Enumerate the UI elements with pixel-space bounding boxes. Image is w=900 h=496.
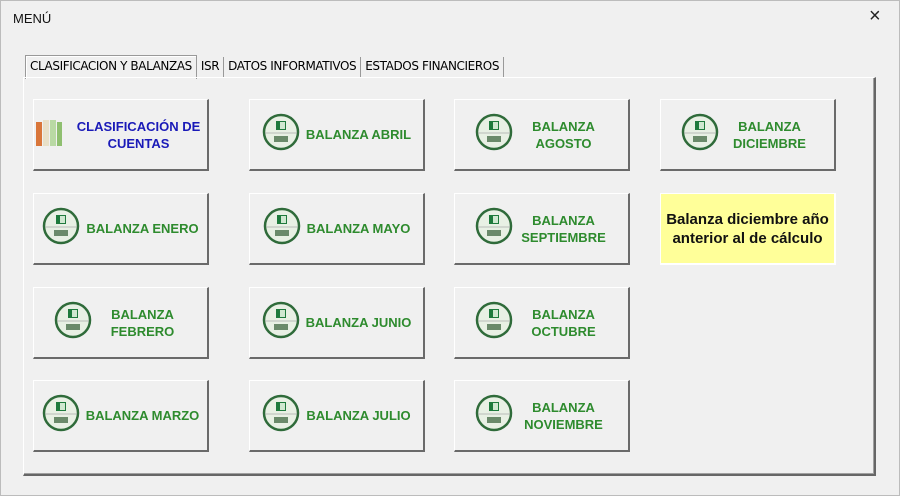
button-febrero[interactable]: BALANZA FEBRERO bbox=[33, 287, 209, 359]
button-septiembre[interactable]: BALANZA SEPTIEMBRE bbox=[454, 193, 630, 265]
button-marzo[interactable]: BALANZA MARZO bbox=[33, 380, 209, 452]
close-icon[interactable]: × bbox=[869, 5, 881, 27]
button-label: BALANZA DICIEMBRE bbox=[733, 118, 806, 151]
tab-datos-informativos[interactable]: DATOS INFORMATIVOS bbox=[224, 57, 362, 77]
balance-sheet-icon bbox=[475, 207, 513, 250]
button-mayo[interactable]: BALANZA MAYO bbox=[249, 193, 425, 265]
balance-sheet-icon bbox=[262, 113, 300, 156]
tab-isr[interactable]: ISR bbox=[196, 57, 225, 77]
tab-estados-financieros[interactable]: ESTADOS FINANCIEROS bbox=[361, 57, 505, 77]
balance-sheet-icon bbox=[475, 394, 513, 437]
button-clasificacion[interactable]: CLASIFICACIÓN DE CUENTAS bbox=[33, 99, 209, 171]
button-abril[interactable]: BALANZA ABRIL bbox=[249, 99, 425, 171]
button-agosto[interactable]: BALANZA AGOSTO bbox=[454, 99, 630, 171]
button-label: BALANZA MARZO bbox=[85, 408, 200, 423]
balance-sheet-icon bbox=[54, 301, 92, 344]
button-octubre[interactable]: BALANZA OCTUBRE bbox=[454, 287, 630, 359]
button-label: BALANZA JULIO bbox=[306, 408, 411, 423]
button-anterior[interactable]: Balanza diciembre año anterior al de cál… bbox=[660, 193, 836, 265]
ledger-icon bbox=[34, 114, 64, 155]
tab-bar: CLASIFICACION Y BALANZAS ISR DATOS INFOR… bbox=[25, 55, 505, 79]
button-label: BALANZA OCTUBRE bbox=[531, 306, 596, 339]
balance-sheet-icon bbox=[475, 113, 513, 156]
balance-sheet-icon bbox=[475, 301, 513, 344]
button-label: BALANZA MAYO bbox=[306, 221, 411, 236]
balance-sheet-icon bbox=[263, 207, 301, 250]
button-label: Balanza diciembre año anterior al de cál… bbox=[666, 210, 829, 247]
balance-sheet-icon bbox=[681, 113, 719, 156]
balance-sheet-icon bbox=[42, 394, 80, 437]
button-label: BALANZA NOVIEMBRE bbox=[524, 399, 603, 432]
window-title: MENÚ bbox=[13, 11, 52, 26]
button-label: CLASIFICACIÓN DE CUENTAS bbox=[76, 118, 201, 151]
button-diciembre[interactable]: BALANZA DICIEMBRE bbox=[660, 99, 836, 171]
button-label: BALANZA JUNIO bbox=[305, 315, 412, 330]
button-noviembre[interactable]: BALANZA NOVIEMBRE bbox=[454, 380, 630, 452]
tab-panel bbox=[23, 77, 876, 476]
button-label: BALANZA ENERO bbox=[86, 221, 199, 236]
button-label: BALANZA SEPTIEMBRE bbox=[521, 212, 606, 245]
balance-sheet-icon bbox=[262, 394, 300, 437]
balance-sheet-icon bbox=[262, 301, 300, 344]
button-label: BALANZA ABRIL bbox=[305, 127, 412, 142]
button-label: BALANZA AGOSTO bbox=[532, 118, 595, 151]
tab-clasificacion-balanzas[interactable]: CLASIFICACION Y BALANZAS bbox=[25, 55, 197, 79]
button-label: BALANZA FEBRERO bbox=[110, 306, 175, 339]
button-julio[interactable]: BALANZA JULIO bbox=[249, 380, 425, 452]
balance-sheet-icon bbox=[42, 207, 80, 250]
button-junio[interactable]: BALANZA JUNIO bbox=[249, 287, 425, 359]
button-enero[interactable]: BALANZA ENERO bbox=[33, 193, 209, 265]
